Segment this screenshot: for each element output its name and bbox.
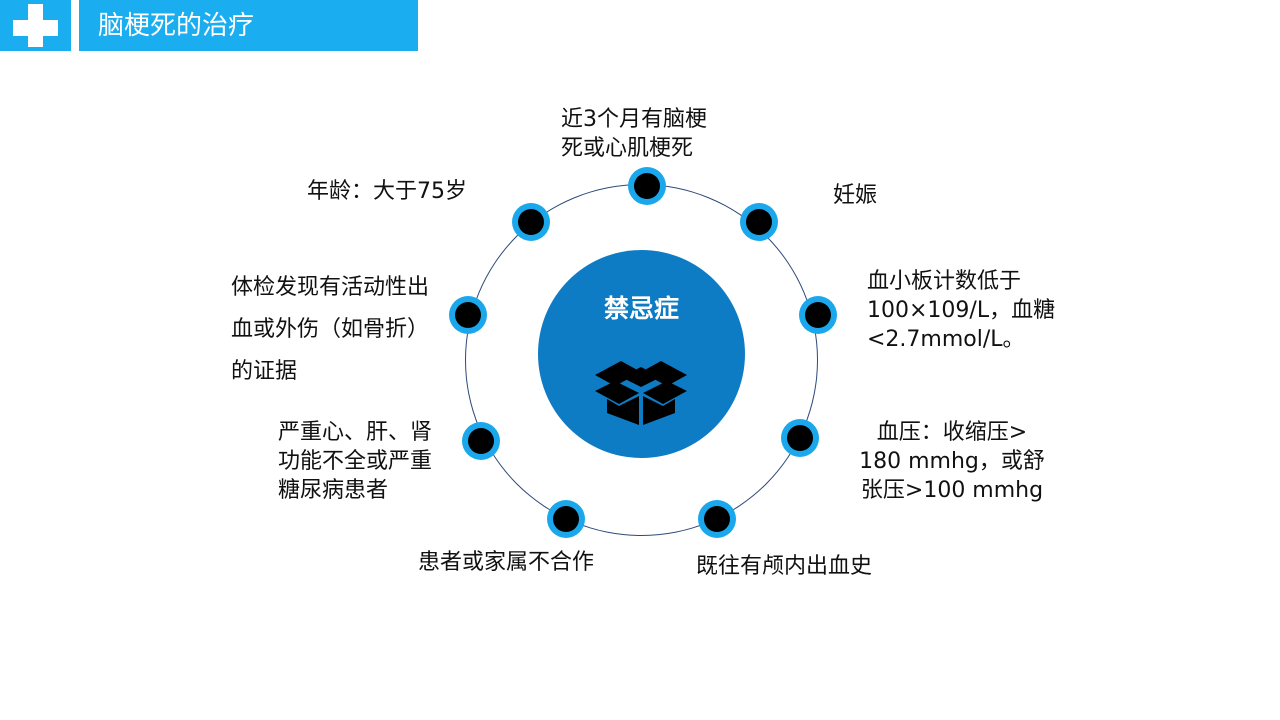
label-recent-infarction: 近3个月有脑梗 死或心肌梗死 bbox=[561, 105, 707, 163]
label-line: 近3个月有脑梗 bbox=[561, 107, 707, 132]
label-platelet-glucose: 血小板计数低于 100×109/L，血糖 <2.7mmol/L。 bbox=[867, 267, 1055, 354]
label-pregnancy: 妊娠 bbox=[833, 181, 877, 210]
node-recent-infarction bbox=[628, 167, 666, 205]
label-line: 年龄：大于75岁 bbox=[307, 179, 467, 204]
label-line: 血或外伤（如骨折） bbox=[231, 317, 430, 342]
node-dot bbox=[805, 302, 831, 328]
node-intracranial-hemorrhage-history bbox=[698, 500, 736, 538]
label-line: 妊娠 bbox=[833, 183, 878, 208]
header-icon-tile bbox=[0, 0, 71, 51]
label-line: 血小板计数低于 bbox=[867, 269, 1022, 294]
label-non-cooperation: 患者或家属不合作 bbox=[418, 548, 594, 577]
label-line: 功能不全或严重 bbox=[278, 449, 433, 474]
label-line: 体检发现有活动性出 bbox=[231, 275, 430, 300]
label-line: 张压>100 mmhg bbox=[860, 478, 1044, 503]
node-dot bbox=[634, 173, 660, 199]
label-blood-pressure: 血压：收缩压> 180 mmhg，或舒 张压>100 mmhg bbox=[852, 418, 1052, 505]
node-dot bbox=[746, 209, 772, 235]
label-line: 死或心肌梗死 bbox=[561, 136, 694, 161]
center-title: 禁忌症 bbox=[603, 294, 679, 323]
center-disc: 禁忌症 bbox=[538, 250, 745, 458]
header-title-bar: 脑梗死的治疗 bbox=[79, 0, 418, 51]
node-platelet-glucose bbox=[799, 296, 837, 334]
label-line: 严重心、肝、肾 bbox=[278, 420, 433, 445]
node-dot bbox=[704, 506, 730, 532]
plus-icon-vertical bbox=[28, 4, 43, 47]
node-dot bbox=[455, 302, 481, 328]
label-line: <2.7mmol/L。 bbox=[867, 327, 1025, 352]
label-line: 既往有颅内出血史 bbox=[696, 554, 873, 579]
label-line: 的证据 bbox=[231, 359, 298, 384]
node-active-bleeding bbox=[449, 296, 487, 334]
node-non-cooperation bbox=[547, 500, 585, 538]
node-pregnancy bbox=[740, 203, 778, 241]
label-line: 血压：收缩压> bbox=[876, 420, 1028, 445]
label-age: 年龄：大于75岁 bbox=[307, 177, 467, 206]
page-title: 脑梗死的治疗 bbox=[98, 11, 255, 41]
open-box-icon bbox=[595, 361, 687, 425]
label-line: 100×109/L，血糖 bbox=[867, 298, 1056, 323]
node-age bbox=[512, 203, 550, 241]
label-line: 糖尿病患者 bbox=[278, 478, 389, 503]
node-dot bbox=[468, 428, 494, 454]
label-active-bleeding: 体检发现有活动性出 血或外伤（如骨折） 的证据 bbox=[231, 267, 429, 393]
label-organ-failure: 严重心、肝、肾 功能不全或严重 糖尿病患者 bbox=[278, 418, 432, 505]
node-dot bbox=[787, 425, 813, 451]
label-line: 患者或家属不合作 bbox=[418, 550, 595, 575]
node-dot bbox=[518, 209, 544, 235]
node-dot bbox=[553, 506, 579, 532]
label-line: 180 mmhg，或舒 bbox=[859, 449, 1045, 474]
node-organ-failure bbox=[462, 422, 500, 460]
node-blood-pressure bbox=[781, 419, 819, 457]
label-intracranial-hemorrhage-history: 既往有颅内出血史 bbox=[696, 552, 872, 581]
